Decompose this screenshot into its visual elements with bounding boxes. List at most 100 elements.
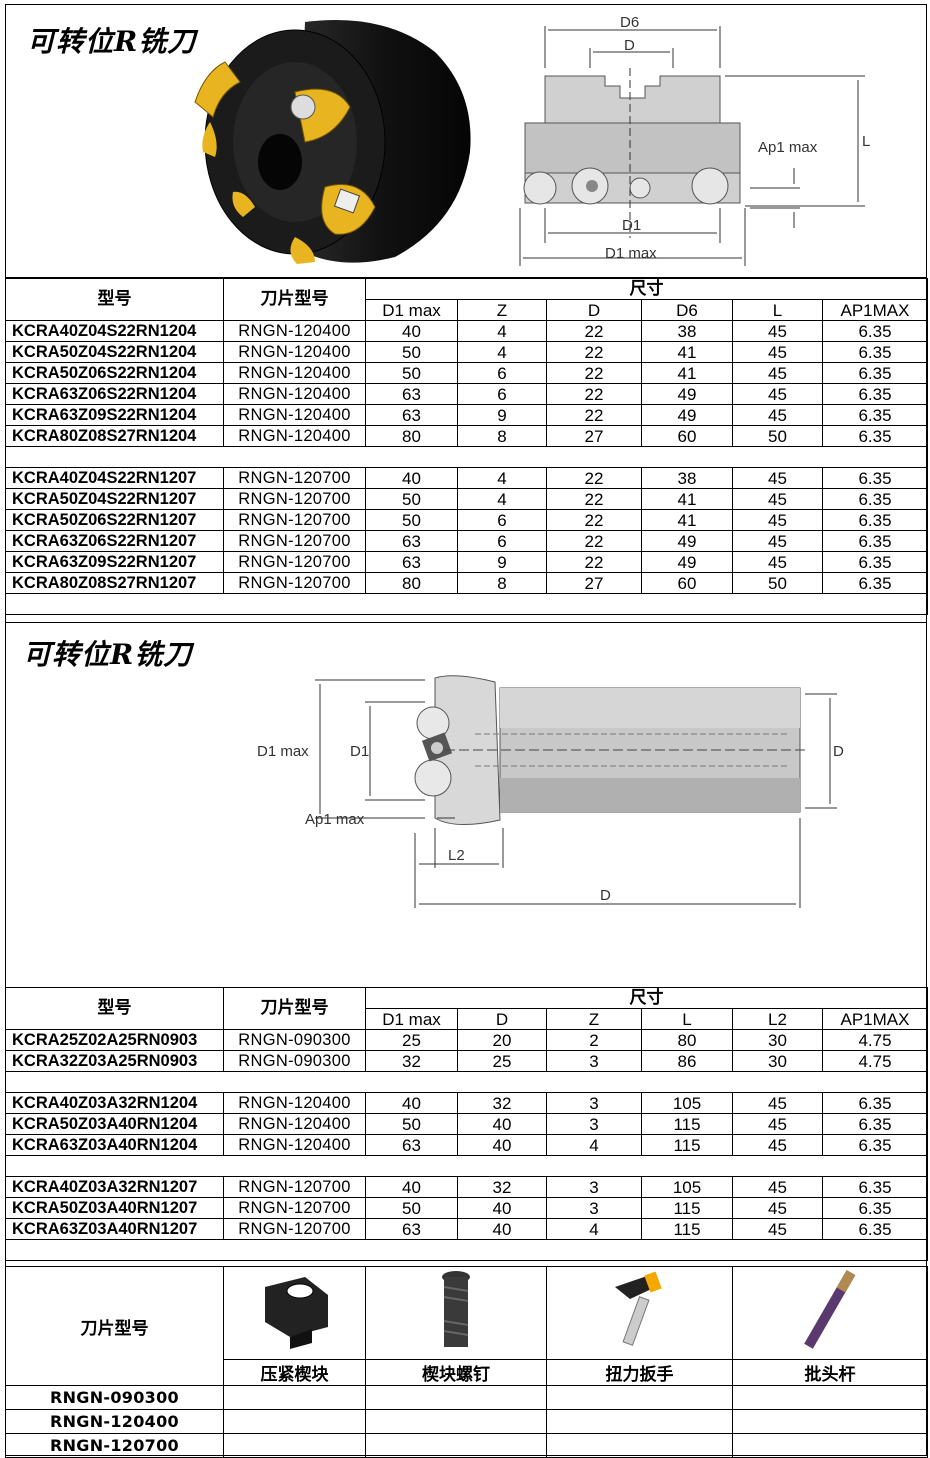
value-cell: 40 [365,467,458,489]
model-cell: KCRA63Z06S22RN1207 [5,530,224,552]
value-cell: 8 [457,425,547,447]
model-cell: KCRA50Z03A40RN1204 [5,1113,224,1135]
torque-wrench-icon [614,1271,662,1346]
value-cell: 22 [546,320,642,342]
value-cell: 115 [641,1197,733,1219]
value-cell: 4 [457,488,547,510]
face-mill-photo [194,20,471,264]
model-cell: KCRA50Z06S22RN1204 [5,362,224,384]
value-cell: 49 [641,530,733,552]
value-cell: 25 [365,1029,458,1051]
model-cell: KCRA63Z09S22RN1204 [5,404,224,426]
empty-cell [732,1409,928,1434]
column-header: D1 max [365,1008,458,1030]
model-cell: KCRA32Z03A25RN0903 [5,1050,224,1072]
label-d1max: D1 max [257,743,309,760]
value-cell: 6.35 [822,1218,928,1240]
column-header: Z [546,1008,642,1030]
column-header: AP1MAX [822,299,928,321]
header-dims: 尺寸 [365,987,928,1009]
model-cell: KCRA40Z04S22RN1207 [5,467,224,489]
column-header: L2 [732,1008,823,1030]
insert-cell: RNGN-120700 [223,467,366,489]
value-cell: 40 [457,1197,547,1219]
value-cell: 20 [457,1029,547,1051]
value-cell: 45 [732,1176,823,1198]
empty-cell [223,1385,366,1410]
value-cell: 45 [732,488,823,510]
value-cell: 38 [641,320,733,342]
accessory-caption: 扭力扳手 [546,1359,733,1386]
value-cell: 63 [365,383,458,405]
value-cell: 60 [641,425,733,447]
column-header: D1 max [365,299,458,321]
value-cell: 6.35 [822,425,928,447]
label-l2: L2 [448,847,465,864]
value-cell: 50 [365,1197,458,1219]
value-cell: 6 [457,530,547,552]
accessories-label: 刀片型号 [5,1266,224,1386]
value-cell: 49 [641,383,733,405]
value-cell: 6.35 [822,362,928,384]
column-header: L [732,299,823,321]
value-cell: 45 [732,1092,823,1114]
header-insert: 刀片型号 [223,987,366,1030]
spacer-row [5,593,928,615]
insert-cell: RNGN-120400 [223,404,366,426]
column-header: Z [457,299,547,321]
empty-cell [365,1433,547,1458]
value-cell: 45 [732,1197,823,1219]
insert-cell: RNGN-120400 [223,1134,366,1156]
value-cell: 6.35 [822,530,928,552]
insert-cell: RNGN-120400 [223,341,366,363]
header-insert: 刀片型号 [223,278,366,321]
value-cell: 22 [546,341,642,363]
value-cell: 115 [641,1134,733,1156]
wedge-screw-image [365,1266,547,1360]
header-model: 型号 [5,987,224,1030]
value-cell: 40 [365,1176,458,1198]
value-cell: 45 [732,341,823,363]
value-cell: 63 [365,404,458,426]
empty-cell [223,1433,366,1458]
insert-cell: RNGN-120400 [223,383,366,405]
column-header: D6 [641,299,733,321]
insert-cell: RNGN-120400 [223,1092,366,1114]
value-cell: 40 [457,1218,547,1240]
insert-cell: RNGN-120700 [223,1197,366,1219]
value-cell: 50 [732,425,823,447]
accessory-insert-cell: RNGN-090300 [5,1385,224,1410]
empty-cell [732,1385,928,1410]
value-cell: 63 [365,1218,458,1240]
value-cell: 6 [457,362,547,384]
value-cell: 9 [457,404,547,426]
value-cell: 22 [546,488,642,510]
model-cell: KCRA80Z08S27RN1204 [5,425,224,447]
column-header: L [641,1008,733,1030]
value-cell: 6.35 [822,1134,928,1156]
label-d: D [833,743,844,760]
label-d1max: D1 max [605,245,657,262]
empty-cell [732,1433,928,1458]
label-d1: D1 [622,217,641,234]
value-cell: 6.35 [822,467,928,489]
end-mill-drawing: D1 max D1 D Ap1 max L2 D [257,675,844,908]
value-cell: 4.75 [822,1029,928,1051]
value-cell: 45 [732,383,823,405]
value-cell: 3 [546,1050,642,1072]
value-cell: 40 [365,1092,458,1114]
value-cell: 3 [546,1092,642,1114]
